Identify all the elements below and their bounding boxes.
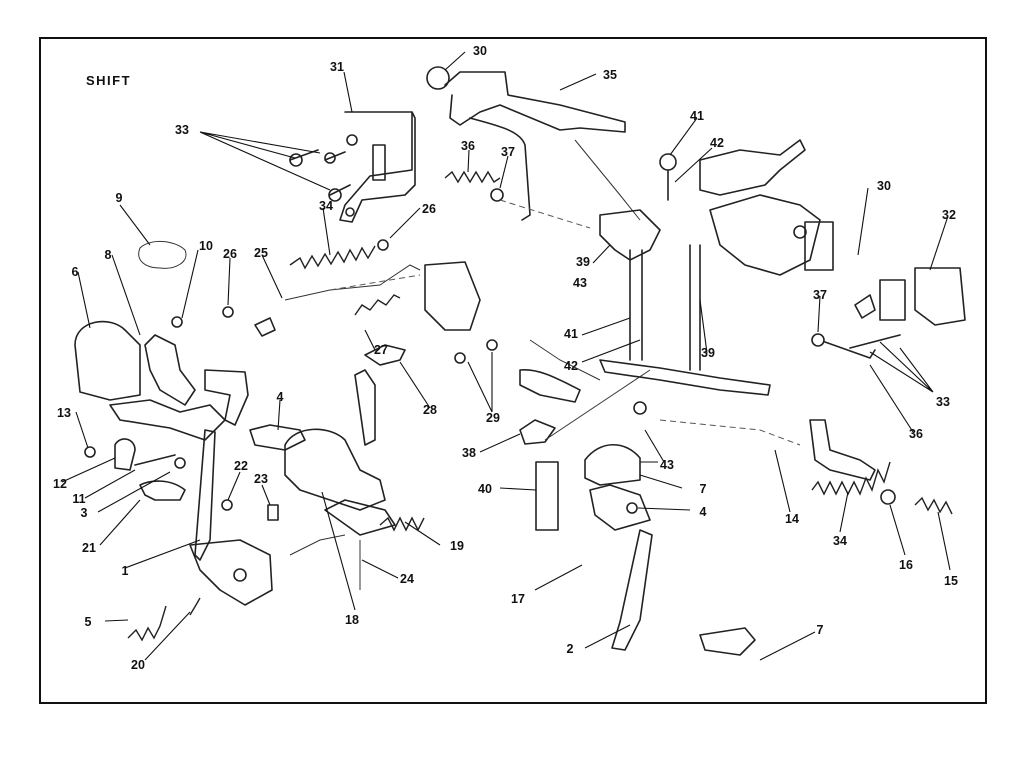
- part-6-8-assembly: [74, 320, 249, 441]
- part-label: 33: [936, 394, 950, 409]
- part-label: 42: [710, 135, 724, 150]
- part-label: 28: [423, 402, 437, 417]
- part-label: 6: [71, 264, 79, 279]
- part-label: 24: [400, 571, 414, 586]
- part-label: 36: [461, 138, 475, 153]
- part-label: 14: [785, 511, 799, 526]
- part-label: 37: [501, 144, 515, 159]
- part-label: 5: [84, 614, 92, 629]
- diagram-border: [39, 37, 987, 704]
- part-label: 4: [699, 504, 707, 519]
- part-label: 3: [80, 505, 88, 520]
- part-label: 30: [473, 43, 487, 58]
- diagram-title: SHIFT: [86, 73, 132, 88]
- part-label: 35: [603, 67, 617, 82]
- part-label: 38: [462, 445, 476, 460]
- part-33-screws: [289, 149, 351, 202]
- part-label: 41: [564, 326, 578, 341]
- part-label: 7: [816, 622, 824, 637]
- part-label: 17: [511, 591, 525, 606]
- part-label: 32: [942, 207, 956, 222]
- part-label: 27: [374, 342, 388, 357]
- part-label: 16: [899, 557, 913, 572]
- part-35-lever: [426, 66, 641, 221]
- part-32-assembly: [854, 267, 966, 326]
- part-label: 34: [833, 533, 847, 548]
- part-label: 31: [330, 59, 344, 74]
- part-label: 37: [813, 287, 827, 302]
- part-label: 29: [486, 410, 500, 425]
- part-label: 43: [660, 457, 674, 472]
- part-label: 34: [319, 198, 333, 213]
- part-label: 36: [909, 426, 923, 441]
- part-label: 40: [478, 481, 492, 496]
- part-label: 30: [877, 178, 891, 193]
- part-label: 11: [72, 491, 86, 506]
- part-label: 39: [576, 254, 590, 269]
- part-label: 10: [199, 238, 213, 253]
- part-label: 12: [53, 476, 67, 491]
- part-label: 20: [131, 657, 145, 672]
- leader-lines: [61, 51, 951, 661]
- part-label: 19: [450, 538, 464, 553]
- part-label: 21: [82, 540, 96, 555]
- part-label: 43: [573, 275, 587, 290]
- part-label: 13: [57, 405, 71, 420]
- part-label: 9: [115, 190, 123, 205]
- part-label: 41: [690, 108, 704, 123]
- part-31-bracket: [339, 111, 416, 223]
- part-label: 42: [564, 358, 578, 373]
- part-label: 4: [276, 389, 284, 404]
- part-label: 39: [701, 345, 715, 360]
- part-central-assembly: [599, 139, 834, 396]
- part-label: 22: [234, 458, 248, 473]
- part-label: 2: [566, 641, 574, 656]
- part-label: 26: [223, 246, 237, 261]
- part-label: 23: [254, 471, 268, 486]
- part-label: 1: [121, 563, 129, 578]
- part-label: 8: [104, 247, 112, 262]
- part-label: 26: [422, 201, 436, 216]
- part-label: 15: [944, 573, 958, 588]
- part-label: 7: [699, 481, 707, 496]
- part-label: 18: [345, 612, 359, 627]
- part-label: 25: [254, 245, 268, 260]
- part-label: 33: [175, 122, 189, 137]
